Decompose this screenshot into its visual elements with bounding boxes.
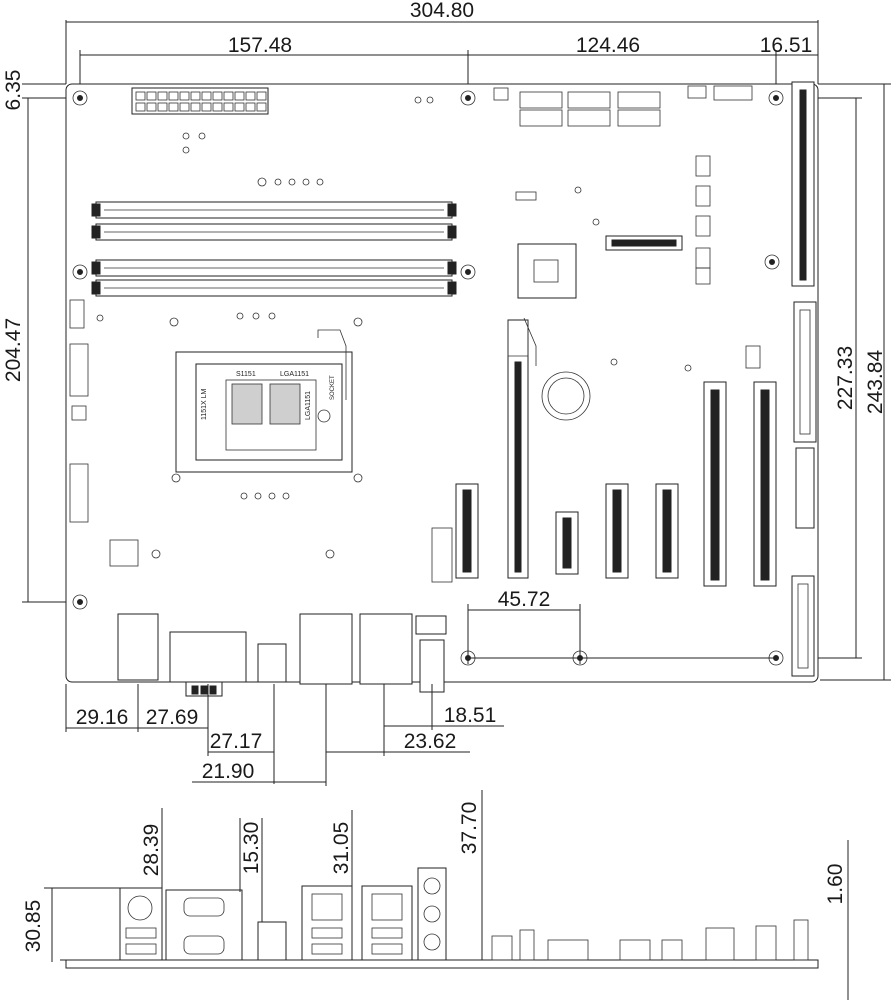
top-dimensions: 304.80 157.48 124.46 16.51 bbox=[65, 0, 819, 84]
dim-side-h4: 37.70 bbox=[458, 802, 481, 855]
bottom-dimensions: 29.16 27.69 27.17 21.90 23.62 18.51 bbox=[65, 684, 504, 786]
rear-io-top-view bbox=[117, 613, 447, 697]
dim-bottom-6: 21.90 bbox=[202, 760, 255, 783]
chip-label-3: 1151X LM bbox=[201, 388, 208, 420]
dim-bottom-1: 29.16 bbox=[76, 706, 129, 729]
chipset bbox=[515, 191, 683, 299]
cpu-socket: S1151 LGA1151 1151X LM LGA1151 SOCKET bbox=[175, 329, 353, 473]
dim-side-left: 30.85 bbox=[22, 900, 45, 953]
header-pins bbox=[695, 155, 761, 369]
dim-bottom-2: 27.69 bbox=[146, 706, 199, 729]
left-edge-connectors bbox=[69, 299, 453, 583]
dim-right-outer: 243.84 bbox=[864, 350, 887, 415]
dim-top-mid: 124.46 bbox=[576, 34, 640, 57]
sata-connectors bbox=[493, 85, 753, 127]
pcie-x4-slot-3 bbox=[655, 483, 679, 579]
dim-slot-pitch: 45.72 bbox=[498, 588, 551, 611]
dim-bottom-5: 23.62 bbox=[404, 730, 457, 753]
mounting-holes bbox=[72, 90, 784, 666]
cmos-battery bbox=[541, 371, 591, 421]
dim-side-h5: 1.60 bbox=[824, 864, 847, 905]
chip-label-5: SOCKET bbox=[330, 375, 336, 400]
slot-pitch-dimension: 45.72 bbox=[467, 588, 776, 664]
dim-left-main: 204.47 bbox=[2, 318, 25, 382]
pcie-x4-slot-2 bbox=[605, 483, 629, 579]
atx-power-connector bbox=[131, 87, 269, 115]
chip-label-2: LGA1151 bbox=[280, 371, 309, 378]
chip-label-4: LGA1151 bbox=[305, 391, 312, 420]
dim-top-total: 304.80 bbox=[410, 0, 474, 22]
dim-top-left: 157.48 bbox=[228, 34, 292, 57]
left-dimensions: 6.35 204.47 bbox=[2, 70, 80, 603]
right-edge-connectors bbox=[791, 81, 817, 677]
dim-bottom-3: 18.51 bbox=[444, 704, 497, 727]
pcie-x4-slot-1 bbox=[455, 483, 479, 579]
dim-bottom-4: 27.17 bbox=[210, 730, 263, 753]
dim-left-top: 6.35 bbox=[2, 70, 25, 111]
dim-right-inner: 227.33 bbox=[834, 346, 857, 410]
side-dimensions: 28.39 15.30 31.05 37.70 1.60 30.85 bbox=[22, 790, 849, 1000]
pcie-x1-slot bbox=[555, 511, 579, 575]
pcie-x16-slot bbox=[507, 317, 537, 579]
dimm-slots bbox=[91, 201, 457, 297]
pci-slot-2 bbox=[753, 381, 777, 587]
board-dots bbox=[96, 96, 692, 559]
dim-side-h2: 15.30 bbox=[240, 822, 263, 875]
side-elevation bbox=[60, 867, 819, 969]
dim-side-h1: 28.39 bbox=[140, 824, 163, 877]
chip-label-1: S1151 bbox=[236, 371, 256, 378]
pci-slot-1 bbox=[703, 381, 727, 587]
dim-side-h3: 31.05 bbox=[330, 822, 353, 875]
dim-top-right: 16.51 bbox=[760, 34, 813, 57]
